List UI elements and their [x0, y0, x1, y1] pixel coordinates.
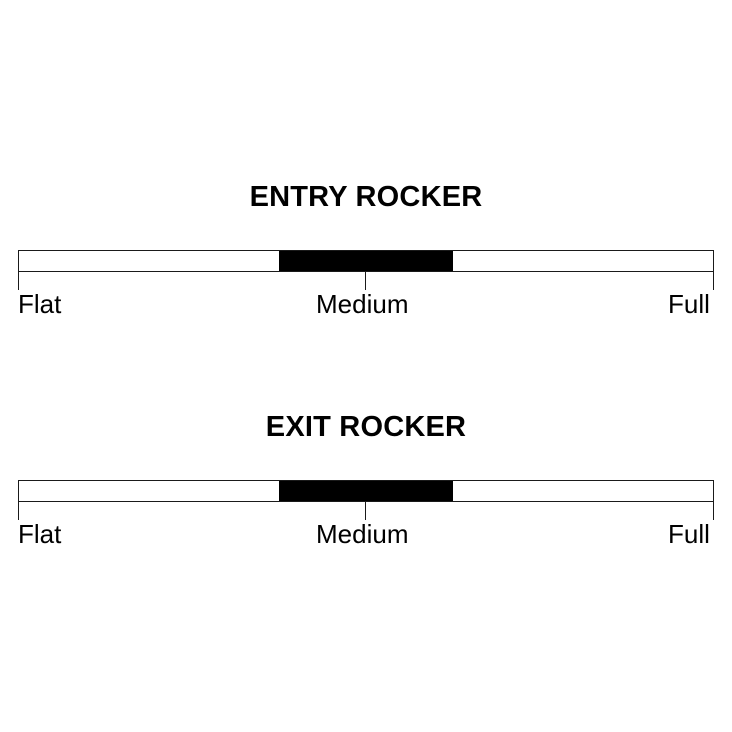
- exit-rocker-title: EXIT ROCKER: [265, 411, 467, 443]
- entry-rocker-title: ENTRY ROCKER: [249, 181, 483, 213]
- entry-rocker-bar: [18, 250, 714, 272]
- label-medium: Medium: [316, 519, 409, 549]
- tick-medium: [365, 272, 366, 290]
- exit-rocker-bar: [18, 480, 714, 502]
- label-flat: Flat: [18, 289, 62, 319]
- entry-rocker-range-fill: [279, 251, 453, 271]
- label-medium: Medium: [316, 289, 409, 319]
- tick-full: [713, 250, 714, 290]
- tick-flat: [18, 250, 19, 290]
- exit-rocker-range-fill: [279, 481, 453, 501]
- tick-full: [713, 480, 714, 520]
- tick-medium: [365, 502, 366, 520]
- label-full: Full: [668, 289, 710, 319]
- label-flat: Flat: [18, 519, 62, 549]
- label-full: Full: [668, 519, 710, 549]
- tick-flat: [18, 480, 19, 520]
